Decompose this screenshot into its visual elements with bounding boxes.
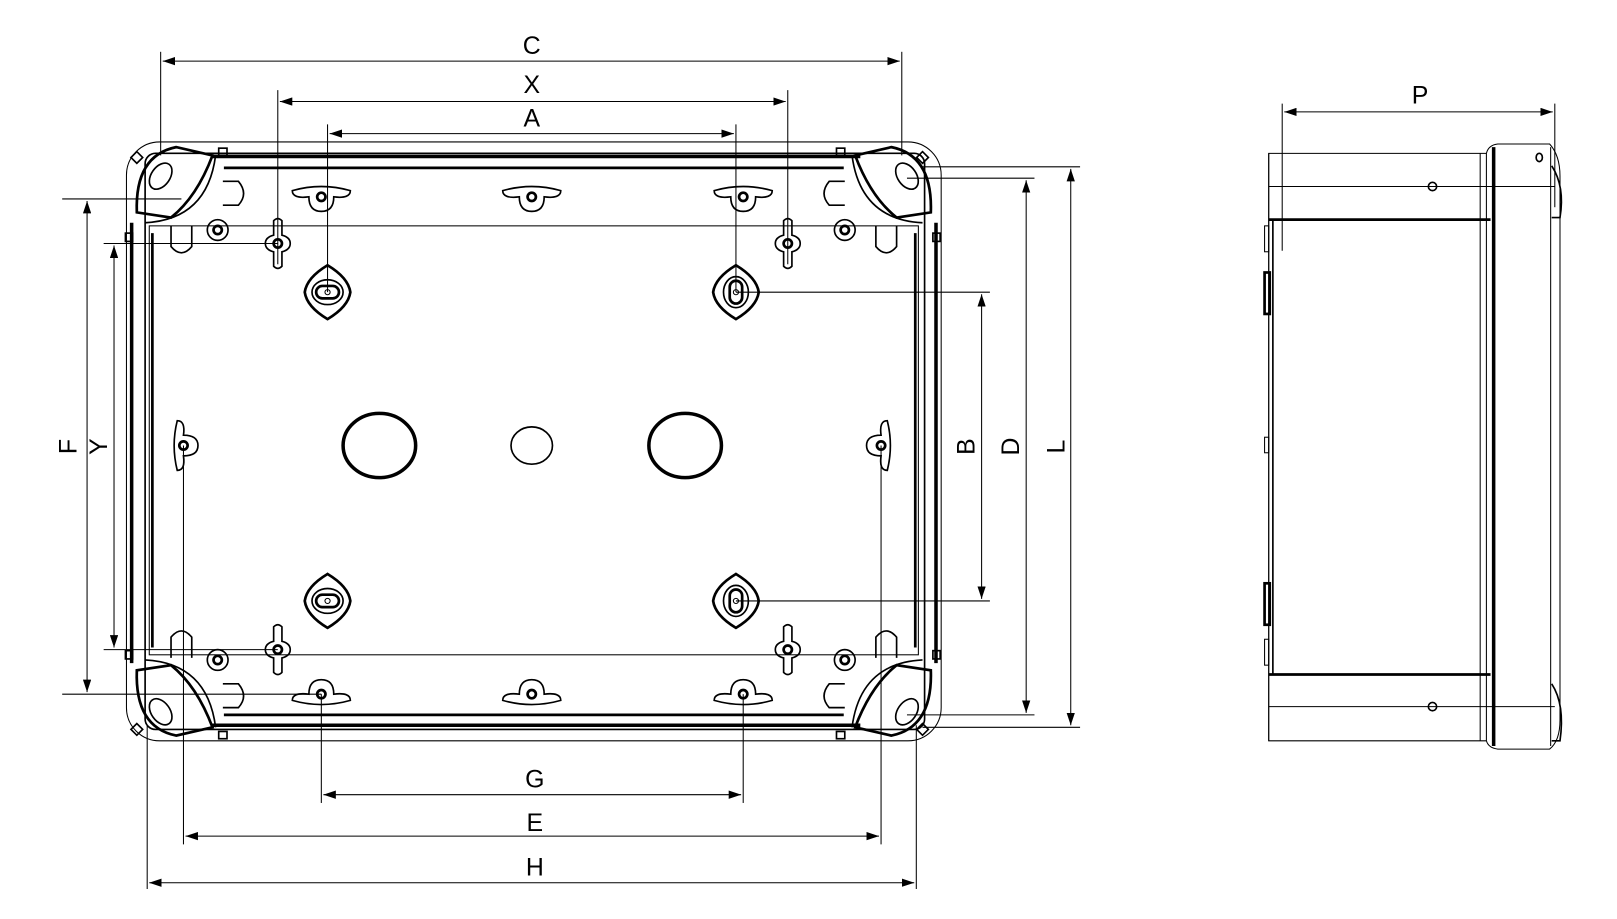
dim-label-l: L: [1043, 440, 1071, 454]
corner-boss-top-right: [851, 145, 933, 224]
dim-label-e: E: [527, 809, 544, 837]
knockout-holes: [341, 411, 724, 480]
corner-screw-bosses: [170, 180, 898, 709]
knockout-right: [647, 411, 724, 480]
dim-label-g: G: [525, 765, 544, 793]
corner-boss-top-left: [129, 145, 217, 224]
knockout-left: [341, 411, 418, 480]
side-hole-bottom: [1427, 701, 1438, 712]
knockout-center: [510, 426, 554, 465]
dim-label-p: P: [1412, 82, 1429, 110]
mounting-bosses: [303, 263, 761, 630]
top-view: [124, 141, 942, 742]
dimension-p: P: [1281, 82, 1556, 251]
dim-label-f: F: [55, 439, 83, 454]
dim-label-y: Y: [85, 438, 113, 455]
side-view: [1263, 143, 1563, 750]
enclosure-outer-outline: [125, 141, 942, 742]
dim-label-c: C: [523, 32, 541, 60]
frame-tabs: [124, 147, 941, 740]
corner-boss-bottom-right: [851, 659, 933, 737]
corner-boss-bottom-left: [129, 659, 217, 737]
dim-label-h: H: [526, 853, 544, 881]
dim-label-b: B: [952, 438, 980, 455]
side-hole-top: [1427, 181, 1438, 192]
enclosure-inner-frame: [144, 152, 926, 731]
dimension-lines: C X A G E H F Y: [55, 32, 1081, 889]
dim-label-d: D: [997, 438, 1025, 456]
dim-label-x: X: [523, 71, 540, 99]
dim-label-a: A: [523, 104, 540, 132]
